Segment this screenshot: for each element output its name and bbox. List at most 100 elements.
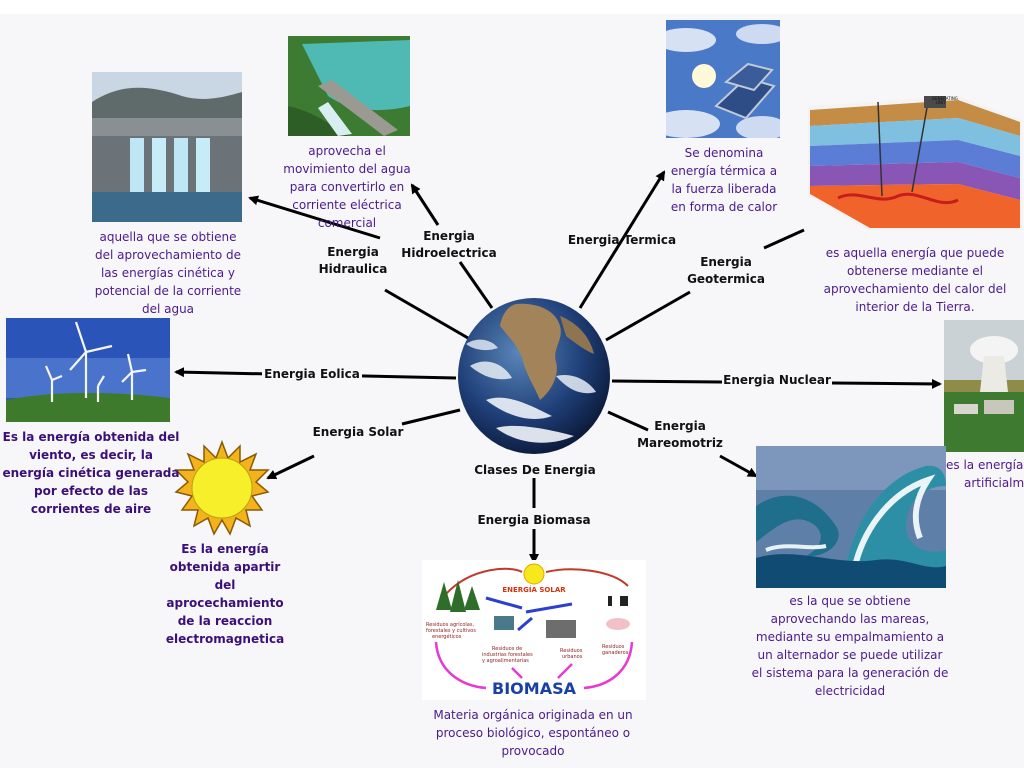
arrow-geotermica [605,290,691,342]
desc-termica: Se denomina energía térmica a la fuerza … [660,144,788,216]
line-hidraulica [384,288,469,340]
desc-line: electromagnetica [165,632,285,646]
hydroelectric-reservoir-image [288,36,410,136]
label-line: Energia Solar [312,425,404,439]
desc-line: corriente eléctrica [292,198,402,212]
desc-line: del aprovechamiento de [94,248,242,262]
desc-line: del [214,578,236,592]
desc-line: Es la energía obtenida del [2,430,180,444]
biomass-node-1c: energéticos [432,633,462,640]
desc-line: el sistema para la generación de [751,666,949,680]
desc-geotermica: es aquella energía que puede obtenerse m… [806,244,1024,316]
desc-line: es la energía [946,458,1024,472]
label-energia-biomasa: Energia Biomasa [474,512,594,529]
arrow-hidroelectrica [410,183,440,226]
label-line: Hidraulica [318,262,388,276]
label-line: Energia Termica [567,233,677,247]
desc-line: aprovecha el [308,144,386,158]
desc-line: aprocechamiento [166,596,284,610]
desc-hidraulica: aquella que se obtiene del aprovechamien… [76,228,260,318]
desc-line: es aquella energía que puede [825,246,1005,260]
desc-line: del agua [141,302,195,316]
solar-panel-sky-image [666,20,780,138]
desc-line: movimiento del agua [283,162,411,176]
label-energia-nuclear: Energia Nuclear [722,372,832,389]
label-line: Energia [327,245,379,259]
biomass-node-1b: forestales y cultivos [426,628,476,634]
desc-line: artificialm [964,476,1024,490]
label-line: Energia Nuclear [723,373,831,387]
biomass-sun-label: ENERGÍA SOLAR [502,585,566,594]
desc-line: Es la energía [181,542,269,556]
desc-solar: Es la energía obtenida apartir del aproc… [150,540,300,648]
desc-line: las energías cinética y [100,266,236,280]
label-line: Energia Biomasa [477,513,591,527]
line-mareomotriz [607,410,649,432]
label-line: Energia [654,419,706,433]
desc-line: corrientes de aire [30,502,152,516]
label-energia-solar: Energia Solar [310,424,406,441]
desc-line: la fuerza liberada [671,182,777,196]
desc-eolica: Es la energía obtenida del viento, es de… [2,428,180,518]
hydraulic-dam-image [92,72,242,222]
biomass-node-2b: industrias forestales [482,652,533,658]
arrow-hidraulica [248,195,381,240]
label-energia-hidraulica: Energia Hidraulica [318,244,388,278]
center-label: Clases De Energia [474,463,596,477]
label-line: Energia [423,229,475,243]
desc-line: viento, es decir, la [29,448,153,462]
desc-line: de la reaccion [177,614,273,628]
geothermal-cross-section-image: GENERATING UNIT [808,96,1022,230]
desc-line: obtenerse mediante el [846,264,984,278]
biomass-node-2c: y agroalimentarias [482,658,529,664]
nuclear-plant-image [944,320,1024,452]
desc-line: es la que se obtiene [789,594,911,608]
label-line: Mareomotriz [637,436,723,450]
desc-line: interior de la Tierra. [855,300,975,314]
arrow-termica [578,170,666,309]
label-energia-hidroelectrica: Energia Hidroelectrica [398,228,500,262]
biomass-node-4a: Residuos [602,644,625,650]
desc-line: energía cinética generada [2,466,180,480]
desc-line: electricidad [814,684,886,698]
desc-biomasa: Materia orgánica originada en un proceso… [420,706,646,760]
label-line: Energia [700,255,752,269]
label-energia-geotermica: Energia Geotermica [686,254,766,288]
desc-line: proceso biológico, espontáneo o [435,726,631,740]
desc-line: por efecto de las [34,484,148,498]
label-energia-eolica: Energia Eolica [262,366,362,383]
desc-hidroelectrica: aprovecha el movimiento del agua para co… [272,142,422,232]
desc-line: Materia orgánica originada en un [433,708,633,722]
geothermal-tag-2: UNIT [936,100,946,105]
biomass-title: BIOMASA [492,679,577,698]
desc-mareomotriz: es la que se obtiene aprovechando las ma… [748,592,952,700]
desc-line: aprovechamiento del calor del [823,282,1007,296]
biomass-node-2a: Residuos de [492,646,522,652]
desc-line: provocado [501,744,565,758]
desc-line: en forma de calor [670,200,778,214]
biomass-node-1a: Residuos agrícolas, [426,621,474,628]
sun-icon [174,440,270,536]
label-line: Energia Eolica [264,367,360,381]
label-clases-de-energia: Clases De Energia [468,462,602,479]
label-energia-termica: Energia Termica [566,232,678,249]
desc-line: energía térmica a [670,164,778,178]
desc-line: comercial [317,216,377,230]
wind-turbines-image [6,318,170,422]
desc-line: para convertirlo en [289,180,405,194]
geothermal-tag-1: GENERATING [932,96,958,101]
desc-line: aprovechando las mareas, [770,612,930,626]
biomass-cycle-diagram: ENERGÍA SOLAR Residuos agrícolas, forest… [422,560,646,700]
label-line: Hidroelectrica [401,246,497,260]
desc-line: un alternador se puede utilizar [757,648,943,662]
line-solar [401,408,461,426]
biomass-node-4b: ganaderos [602,650,629,656]
desc-line: Se denomina [684,146,764,160]
ocean-wave-image [756,446,946,588]
top-strip [0,0,1024,14]
desc-nuclear: es la energía artificialm [946,456,1024,492]
label-line: Geotermica [687,272,765,286]
earth-globe-image [456,296,612,456]
desc-line: potencial de la corriente [94,284,242,298]
